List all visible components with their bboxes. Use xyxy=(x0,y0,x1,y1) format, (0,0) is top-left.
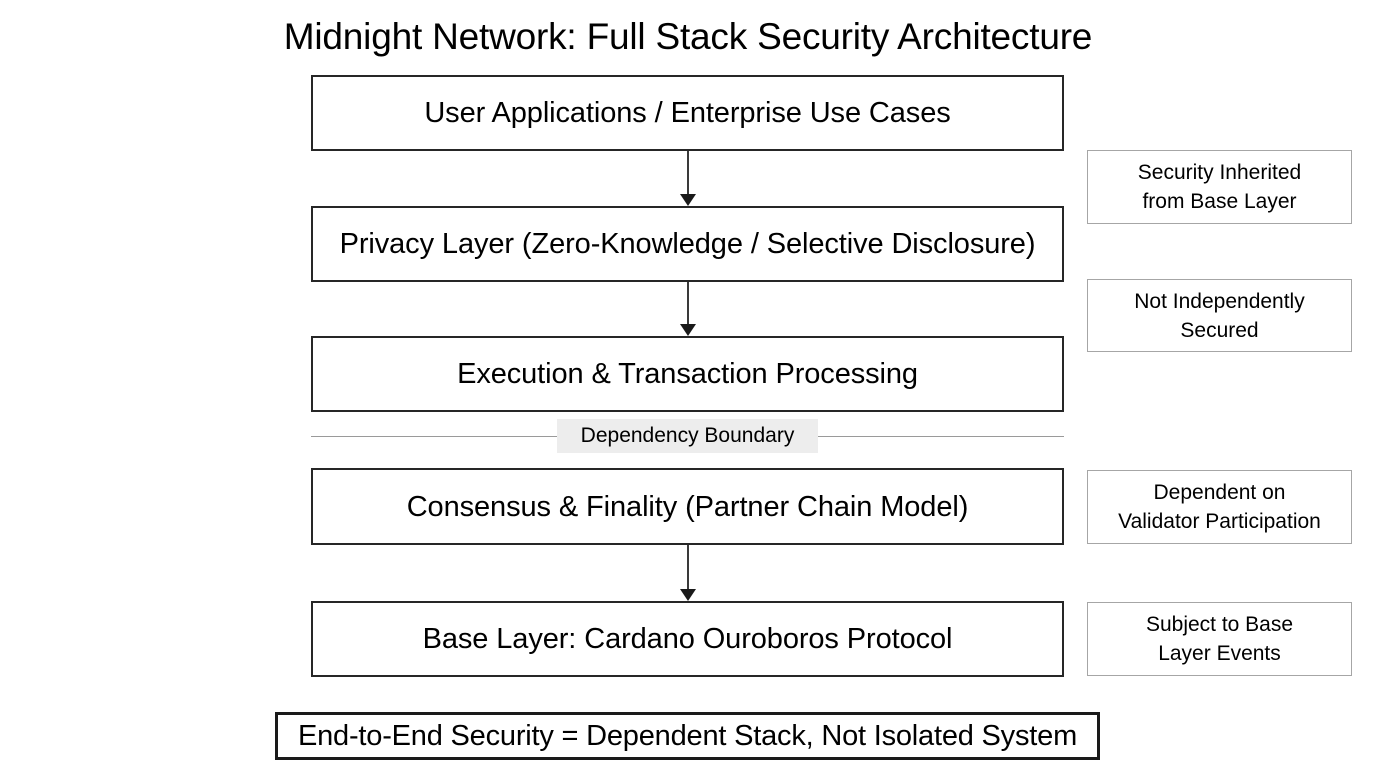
page-title: Midnight Network: Full Stack Security Ar… xyxy=(283,16,1093,57)
summary-label: End-to-End Security = Dependent Stack, N… xyxy=(297,720,1078,752)
layer-box-consensus[interactable]: Consensus & Finality (Partner Chain Mode… xyxy=(311,468,1064,545)
note-label-dependent-on-validators: Dependent on Validator Participation xyxy=(1118,478,1321,536)
note-line-2: Secured xyxy=(1180,318,1259,342)
layer-box-privacy-layer[interactable]: Privacy Layer (Zero-Knowledge / Selectiv… xyxy=(311,206,1064,282)
note-box-security-inherited[interactable]: Security Inherited from Base Layer xyxy=(1087,150,1352,224)
arrow-line xyxy=(687,545,689,590)
note-line-1: Subject to Base xyxy=(1145,613,1294,636)
arrow-line xyxy=(687,151,689,195)
layer-label-privacy-layer: Privacy Layer (Zero-Knowledge / Selectiv… xyxy=(339,228,1036,260)
note-line-1: Not Independently xyxy=(1134,289,1305,313)
note-line-2: from Base Layer xyxy=(1142,190,1297,213)
layer-label-consensus: Consensus & Finality (Partner Chain Mode… xyxy=(406,490,969,523)
arrow-head-down-icon xyxy=(680,324,696,336)
note-box-dependent-on-validators[interactable]: Dependent on Validator Participation xyxy=(1087,470,1352,544)
layer-label-execution: Execution & Transaction Processing xyxy=(457,358,918,390)
arrow-head-down-icon xyxy=(680,589,696,601)
layer-box-user-applications[interactable]: User Applications / Enterprise Use Cases xyxy=(311,75,1064,151)
note-line-1: Security Inherited xyxy=(1137,161,1302,184)
arrow-head-down-icon xyxy=(680,194,696,206)
boundary-label: Dependency Boundary xyxy=(557,419,818,453)
summary-box[interactable]: End-to-End Security = Dependent Stack, N… xyxy=(275,712,1100,760)
dependency-boundary-divider: Dependency Boundary xyxy=(311,419,1064,453)
layer-label-base-layer: Base Layer: Cardano Ouroboros Protocol xyxy=(422,623,953,655)
note-label-security-inherited: Security Inherited from Base Layer xyxy=(1138,158,1301,216)
layer-box-base-layer[interactable]: Base Layer: Cardano Ouroboros Protocol xyxy=(311,601,1064,677)
note-line-2: Validator Participation xyxy=(1118,510,1321,533)
note-line-1: Dependent on xyxy=(1153,481,1286,504)
layer-box-execution[interactable]: Execution & Transaction Processing xyxy=(311,336,1064,412)
arrow-line xyxy=(687,282,689,325)
note-line-2: Layer Events xyxy=(1158,642,1281,665)
layer-label-user-applications: User Applications / Enterprise Use Cases xyxy=(424,97,951,129)
